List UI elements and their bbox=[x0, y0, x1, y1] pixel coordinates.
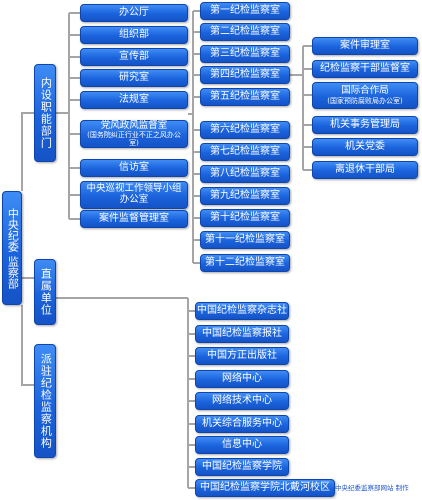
inspection-room-4[interactable]: 第四纪检监察室 bbox=[200, 66, 290, 84]
category-dispatched-agencies[interactable]: 派驻纪检监察机构 bbox=[34, 344, 56, 458]
direct-unit-info-center[interactable]: 信息中心 bbox=[195, 436, 289, 454]
node-organization-dept[interactable]: 组织部 bbox=[80, 26, 188, 44]
inspection-room-10[interactable]: 第十纪检监察室 bbox=[200, 209, 290, 227]
node-organ-party-committee[interactable]: 机关党委 bbox=[312, 138, 418, 156]
inspection-room-12[interactable]: 第十二纪检监察室 bbox=[200, 254, 290, 272]
party-conduct-title: 党风政风监督室 bbox=[100, 119, 168, 131]
root-node[interactable]: 中央纪委 监察部 bbox=[2, 191, 22, 305]
inspection-room-5[interactable]: 第五纪检监察室 bbox=[200, 88, 290, 106]
direct-unit-network-center[interactable]: 网络中心 bbox=[195, 370, 289, 388]
node-party-conduct-office[interactable]: 党风政风监督室 (国务院纠正行业不正之风办公室) bbox=[80, 120, 188, 148]
node-retired-cadres-bureau[interactable]: 离退休干部局 bbox=[312, 161, 418, 179]
direct-unit-magazine[interactable]: 中国纪检监察杂志社 bbox=[195, 302, 289, 320]
root-label-2: 监察部 bbox=[6, 255, 20, 289]
party-conduct-subtitle: (国务院纠正行业不正之风办公室) bbox=[87, 131, 181, 148]
node-inspection-leadership-office[interactable]: 中央巡视工作领导小组办公室 bbox=[80, 181, 188, 209]
category-internal-departments[interactable]: 内设职能部门 bbox=[34, 64, 56, 162]
inspection-room-3[interactable]: 第三纪检监察室 bbox=[200, 45, 290, 63]
node-petition-office[interactable]: 信访室 bbox=[80, 159, 188, 177]
node-cadre-supervision-office[interactable]: 纪检监察干部监督室 bbox=[312, 60, 418, 78]
inspection-room-9[interactable]: 第九纪检监察室 bbox=[200, 187, 290, 205]
inspection-room-8[interactable]: 第八纪检监察室 bbox=[200, 165, 290, 183]
node-case-review-office[interactable]: 案件审理室 bbox=[312, 37, 418, 55]
node-case-supervision-office[interactable]: 案件监督管理室 bbox=[80, 210, 188, 228]
node-research-office[interactable]: 研究室 bbox=[80, 69, 188, 87]
direct-unit-newspaper[interactable]: 中国纪检监察报社 bbox=[195, 325, 289, 343]
direct-unit-service-center[interactable]: 机关综合服务中心 bbox=[195, 415, 289, 433]
node-affairs-administration-bureau[interactable]: 机关事务管理局 bbox=[312, 116, 418, 134]
inspection-room-6[interactable]: 第六纪检监察室 bbox=[200, 121, 290, 139]
node-general-office[interactable]: 办公厅 bbox=[80, 4, 188, 22]
direct-unit-academy[interactable]: 中国纪检监察学院 bbox=[195, 458, 289, 476]
node-regulations-office[interactable]: 法规室 bbox=[80, 91, 188, 109]
node-international-cooperation-bureau[interactable]: 国际合作局 (国家预防腐败局办公室) bbox=[312, 82, 418, 109]
direct-unit-publisher[interactable]: 中国方正出版社 bbox=[195, 347, 289, 365]
root-label-1: 中央纪委 bbox=[6, 207, 20, 252]
category-direct-units[interactable]: 直属单位 bbox=[34, 259, 56, 325]
credit-text: 中央纪委监察部网站 制作 bbox=[335, 484, 409, 492]
international-bureau-subtitle: (国家预防腐败局办公室) bbox=[327, 96, 403, 105]
direct-unit-academy-beidaihe[interactable]: 中国纪检监察学院北戴河校区 bbox=[195, 479, 335, 497]
inspection-room-2[interactable]: 第二纪检监察室 bbox=[200, 23, 290, 41]
international-bureau-title: 国际合作局 bbox=[341, 85, 389, 97]
node-publicity-dept[interactable]: 宣传部 bbox=[80, 48, 188, 66]
inspection-room-1[interactable]: 第一纪检监察室 bbox=[200, 2, 290, 20]
inspection-room-7[interactable]: 第七纪检监察室 bbox=[200, 143, 290, 161]
direct-unit-network-tech-center[interactable]: 网络技术中心 bbox=[195, 392, 289, 410]
inspection-room-11[interactable]: 第十一纪检监察室 bbox=[200, 231, 290, 249]
